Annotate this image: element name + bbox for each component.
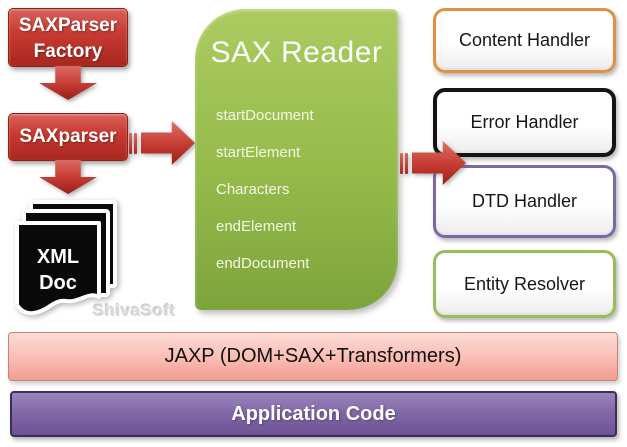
method-characters: Characters xyxy=(216,181,290,198)
saxparser-label: SAXparser xyxy=(19,126,117,147)
arrow-head xyxy=(141,121,195,165)
dtd-handler-box: DTD Handler xyxy=(433,165,616,238)
arrow-stripe xyxy=(400,152,403,174)
application-code-bar: Application Code xyxy=(10,391,617,437)
striped-right-arrow-icon xyxy=(129,121,195,165)
saxparser-factory-line1: SAXParser xyxy=(18,15,118,36)
content-handler-label: Content Handler xyxy=(458,30,591,50)
sax-reader-method-list: startDocument startElement Characters en… xyxy=(216,108,314,271)
saxparser-factory-box: SAXParser Factory xyxy=(8,8,128,67)
method-end-document: endDocument xyxy=(216,255,310,272)
down-arrow-icon xyxy=(39,160,97,194)
down-arrow-icon xyxy=(39,66,97,100)
method-end-element: endElement xyxy=(216,218,297,235)
entity-resolver-box: Entity Resolver xyxy=(433,250,616,318)
sax-reader-panel: SAX Reader startDocument startElement Ch… xyxy=(195,9,398,310)
dtd-handler-label: DTD Handler xyxy=(471,191,578,211)
arrow-stripe xyxy=(405,152,408,174)
method-start-element: startElement xyxy=(216,144,301,161)
application-code-label: Application Code xyxy=(231,402,396,425)
error-handler-box: Error Handler xyxy=(433,88,616,157)
down-arrow-shape xyxy=(39,160,97,194)
arrow-stripe xyxy=(129,132,132,154)
jaxp-layer-label: JAXP (DOM+SAX+Transformers) xyxy=(164,345,462,367)
arrow-stripe xyxy=(134,132,137,154)
method-start-document: startDocument xyxy=(216,107,314,124)
shivasoft-watermark: ShivaSoft xyxy=(93,301,176,320)
xml-doc-label-line1: XML xyxy=(37,246,79,268)
arrow-head xyxy=(412,141,466,185)
xml-doc-label-line2: Doc xyxy=(39,272,77,294)
jaxp-layer-bar: JAXP (DOM+SAX+Transformers) xyxy=(8,332,618,381)
down-arrow-shape xyxy=(39,66,97,100)
saxparser-factory-line2: Factory xyxy=(33,41,103,62)
entity-resolver-label: Entity Resolver xyxy=(463,273,586,294)
striped-right-arrow-icon xyxy=(400,141,466,185)
sax-reader-title: SAX Reader xyxy=(210,36,383,69)
content-handler-box: Content Handler xyxy=(433,8,616,73)
saxparser-box: SAXparser xyxy=(8,113,128,161)
xml-doc-icon: XML Doc xyxy=(15,200,117,316)
doc-page-front xyxy=(15,221,101,316)
error-handler-label: Error Handler xyxy=(470,112,579,132)
